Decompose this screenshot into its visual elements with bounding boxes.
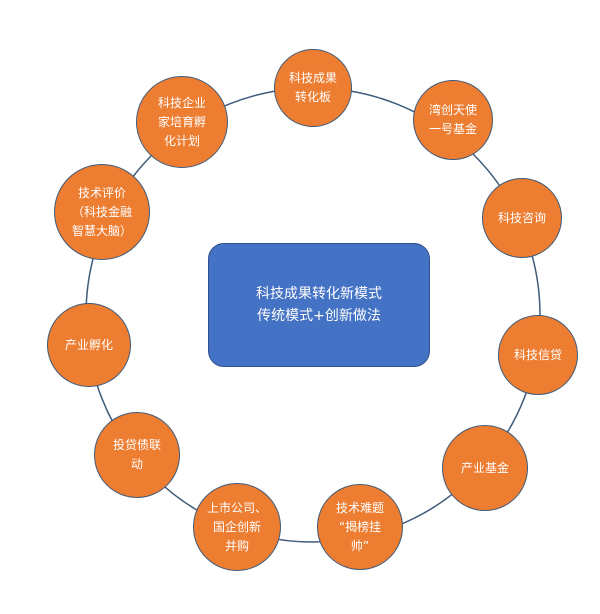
node-label-line: 上市公司、 <box>206 500 267 515</box>
node-label-line: 转化板 <box>294 90 331 104</box>
node-circle-5: 产业基金 <box>442 425 528 511</box>
node-label-line: 动 <box>130 457 143 471</box>
node-label-line: （科技金融 <box>71 204 132 219</box>
node-circle-8: 投贷债联动 <box>94 412 180 498</box>
node-label-line: 并购 <box>224 538 249 553</box>
node-label-line: 科技咨询 <box>497 210 546 225</box>
node-label-line: 技术难题 <box>335 500 384 515</box>
node-label-line: 帅” <box>350 538 370 553</box>
node-label-line: 投贷债联 <box>112 438 161 452</box>
node-label-line: 家培育孵 <box>157 114 206 129</box>
node-label-line: 科技信贷 <box>513 347 562 362</box>
node-circle-6: 技术难题 “揭榜挂帅” <box>317 484 403 570</box>
node-label-line: 产业孵化 <box>64 337 113 352</box>
node-circle-9: 产业孵化 <box>47 303 131 387</box>
node-circle-11: 科技企业家培育孵化计划 <box>136 76 228 168</box>
node-label-line: 国企创新 <box>212 519 261 534</box>
node-label-line: 科技成果 <box>288 71 337 85</box>
node-circle-3: 科技咨询 <box>482 178 562 258</box>
node-label-line: “揭榜挂 <box>338 519 382 534</box>
node-circle-4: 科技信贷 <box>498 315 578 395</box>
node-label-line: 智慧大脑） <box>71 223 132 238</box>
center-title: 科技成果转化新模式 <box>256 286 382 302</box>
node-label-line: 化计划 <box>163 133 200 148</box>
node-circle-1: 科技成果转化板 <box>274 49 352 127</box>
node-circle-10: 技术评价 （科技金融智慧大脑） <box>54 164 150 260</box>
center-box-new-model: 科技成果转化新模式 传统模式+创新做法 <box>208 243 430 367</box>
node-label-line: 一号基金 <box>428 122 477 136</box>
node-label-line: 湾创天使 <box>428 103 477 117</box>
node-label-line: 技术评价 <box>77 185 126 200</box>
node-circle-7: 上市公司、国企创新并购 <box>193 483 281 571</box>
node-label-line: 科技企业 <box>157 95 206 110</box>
node-circle-2: 湾创天使一号基金 <box>413 80 493 160</box>
center-subtitle: 传统模式+创新做法 <box>257 308 381 324</box>
node-label-line: 产业基金 <box>460 460 509 475</box>
